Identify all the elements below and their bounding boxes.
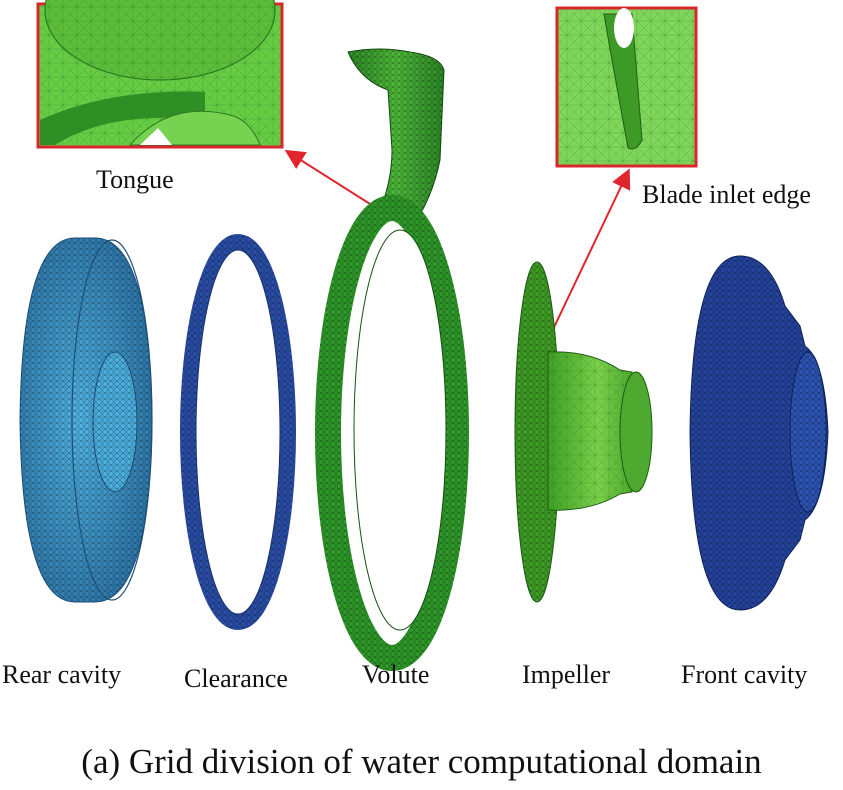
tongue-zoom-inset [36, 0, 284, 149]
figure-caption: (a) Grid division of water computational… [81, 742, 762, 781]
blade-inlet-edge-label: Blade inlet edge [642, 180, 811, 209]
impeller-label: Impeller [522, 660, 611, 689]
blade-inlet-zoom-inset [555, 6, 698, 168]
volute-label: Volute [362, 660, 430, 689]
front-cavity-mesh [689, 255, 829, 611]
clearance-mesh [180, 234, 296, 630]
tongue-label: Tongue [96, 165, 174, 194]
volute-mesh [315, 48, 469, 671]
front-cavity-label: Front cavity [681, 660, 808, 689]
impeller-mesh [514, 261, 653, 603]
rear-cavity-mesh [19, 237, 153, 603]
clearance-label: Clearance [184, 664, 288, 693]
blade-inlet-arrow [546, 168, 631, 343]
rear-cavity-label: Rear cavity [2, 660, 122, 689]
